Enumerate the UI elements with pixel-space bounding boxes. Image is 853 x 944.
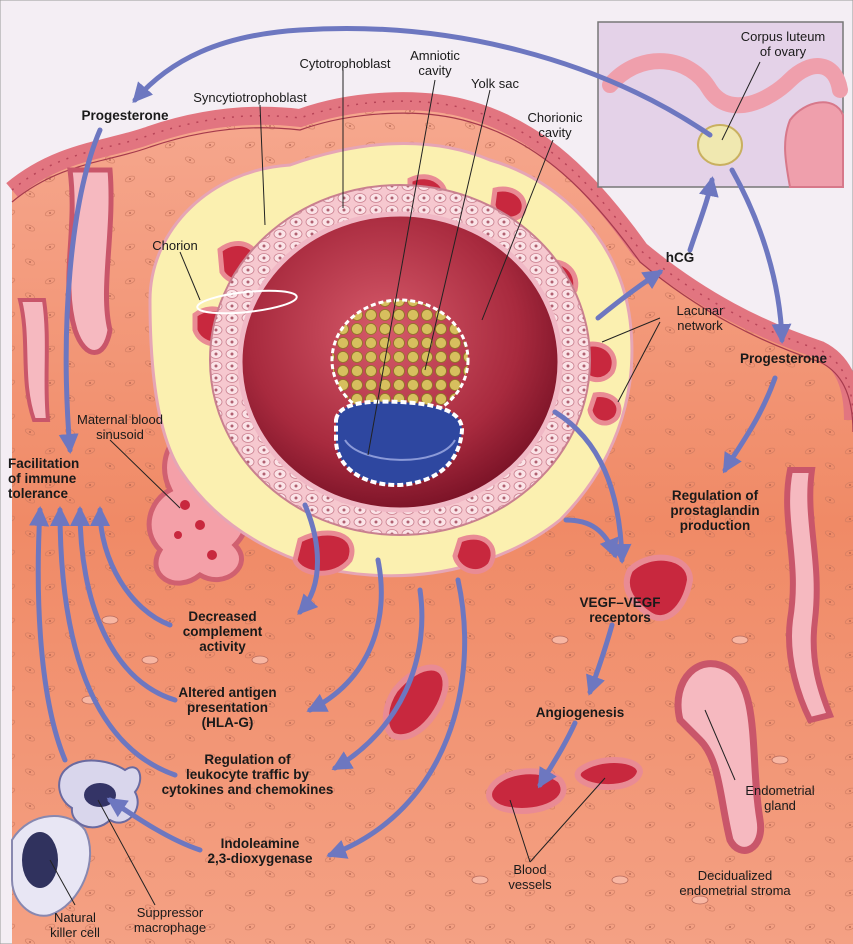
label-blood-vessels: Blood vessels bbox=[500, 862, 560, 892]
endometrial-gland-left bbox=[69, 170, 111, 353]
label-facilitation-immune-tolerance: Facilitation of immune tolerance bbox=[8, 456, 113, 501]
label-corpus-luteum: Corpus luteum of ovary bbox=[733, 29, 833, 59]
lacuna bbox=[590, 395, 619, 423]
blood-vessel bbox=[578, 760, 640, 787]
label-syncytiotrophoblast: Syncytiotrophoblast bbox=[170, 90, 330, 105]
label-angiogenesis: Angiogenesis bbox=[525, 705, 635, 720]
label-endometrial-gland: Endometrial gland bbox=[735, 783, 825, 813]
label-decreased-complement: Decreased complement activity bbox=[165, 609, 280, 654]
blood-vessel bbox=[489, 771, 564, 811]
label-yolk-sac: Yolk sac bbox=[460, 76, 530, 91]
label-vegf-receptors: VEGF–VEGF receptors bbox=[565, 595, 675, 625]
label-regulation-leukocyte: Regulation of leukocyte traffic by cytok… bbox=[160, 752, 335, 797]
label-amniotic-cavity: Amniotic cavity bbox=[400, 48, 470, 78]
label-hcg: hCG bbox=[655, 250, 705, 265]
lacuna bbox=[295, 533, 352, 573]
label-altered-antigen: Altered antigen presentation (HLA-G) bbox=[160, 685, 295, 730]
lacuna bbox=[455, 537, 493, 571]
label-chorion: Chorion bbox=[135, 238, 215, 253]
label-indoleamine: Indoleamine 2,3-dioxygenase bbox=[195, 836, 325, 866]
label-regulation-prostaglandin: Regulation of prostaglandin production bbox=[650, 488, 780, 533]
label-progesterone-left: Progesterone bbox=[70, 108, 180, 123]
label-natural-killer-cell: Natural killer cell bbox=[40, 910, 110, 940]
label-lacunar-network: Lacunar network bbox=[660, 303, 740, 333]
label-suppressor-macrophage: Suppressor macrophage bbox=[120, 905, 220, 935]
label-decidualized-stroma: Decidualized endometrial stroma bbox=[655, 868, 815, 898]
label-progesterone-right: Progesterone bbox=[726, 351, 841, 366]
label-chorionic-cavity: Chorionic cavity bbox=[515, 110, 595, 140]
label-maternal-blood-sinusoid: Maternal blood sinusoid bbox=[60, 412, 180, 442]
